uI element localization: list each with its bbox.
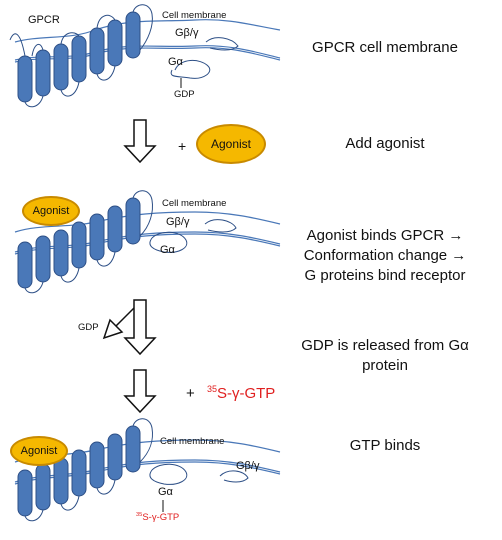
step-4-line-2: protein: [362, 357, 408, 374]
step-1-text: GPCR cell membrane: [312, 39, 458, 56]
gdp-released-label: GDP: [78, 322, 99, 333]
gbg-label: Gβ/γ: [166, 216, 190, 228]
cell-membrane-label: Cell membrane: [162, 198, 227, 209]
gbg-label: Gβ/γ: [236, 460, 260, 472]
gbg-label: Gβ/γ: [175, 27, 199, 39]
step-3-line-2: Conformation change →: [303, 247, 467, 264]
step-3-text: Agonist binds GPCR → Conformation change…: [280, 226, 490, 286]
gpcr-label: GPCR: [28, 14, 60, 26]
gtp-mass-number: 35: [206, 384, 217, 394]
agonist-label: Agonist: [210, 137, 252, 151]
gtp-add-label: + 35S-γ-GTP: [186, 384, 275, 402]
galpha-label: Gα: [160, 244, 175, 256]
gdp-label: GDP: [174, 89, 195, 100]
step-4-line-1: GDP is released from Gα: [301, 337, 469, 354]
step-3-line-1: Agonist binds GPCR →: [306, 227, 464, 244]
agonist-label: Agonist: [32, 205, 70, 217]
agonist-label: Agonist: [20, 445, 58, 457]
agonist-ellipse-bound: Agonist: [22, 196, 80, 226]
arrow-2: [102, 299, 157, 356]
agonist-ellipse: Agonist: [196, 124, 266, 164]
agonist-ellipse-bound: Agonist: [10, 436, 68, 466]
gpcr-helices: [17, 11, 141, 103]
arrow-1: [123, 119, 157, 164]
gtp-name: S-γ-GTP: [216, 385, 276, 402]
step-4-text: GDP is released from Gα protein: [280, 336, 490, 376]
arrow-3: [123, 369, 157, 414]
panel-2-receptor: [14, 190, 281, 294]
galpha-label: Gα: [158, 486, 173, 498]
step-5-text: GTP binds: [349, 437, 421, 454]
cell-membrane-label: Cell membrane: [160, 436, 225, 447]
gpcr-helices: [17, 197, 141, 289]
plus-sign: +: [178, 138, 187, 154]
gpcr-helices: [17, 425, 141, 517]
panel-1-receptor: [9, 4, 281, 108]
galpha-label: Gα: [168, 56, 183, 68]
cell-membrane-label: Cell membrane: [162, 10, 227, 21]
plus-sign: +: [186, 385, 195, 402]
step-3-line-3: G proteins bind receptor: [304, 267, 466, 284]
gtp-bound-label: 35S-γ-GTP: [136, 512, 180, 524]
step-2-text: Add agonist: [345, 135, 425, 152]
